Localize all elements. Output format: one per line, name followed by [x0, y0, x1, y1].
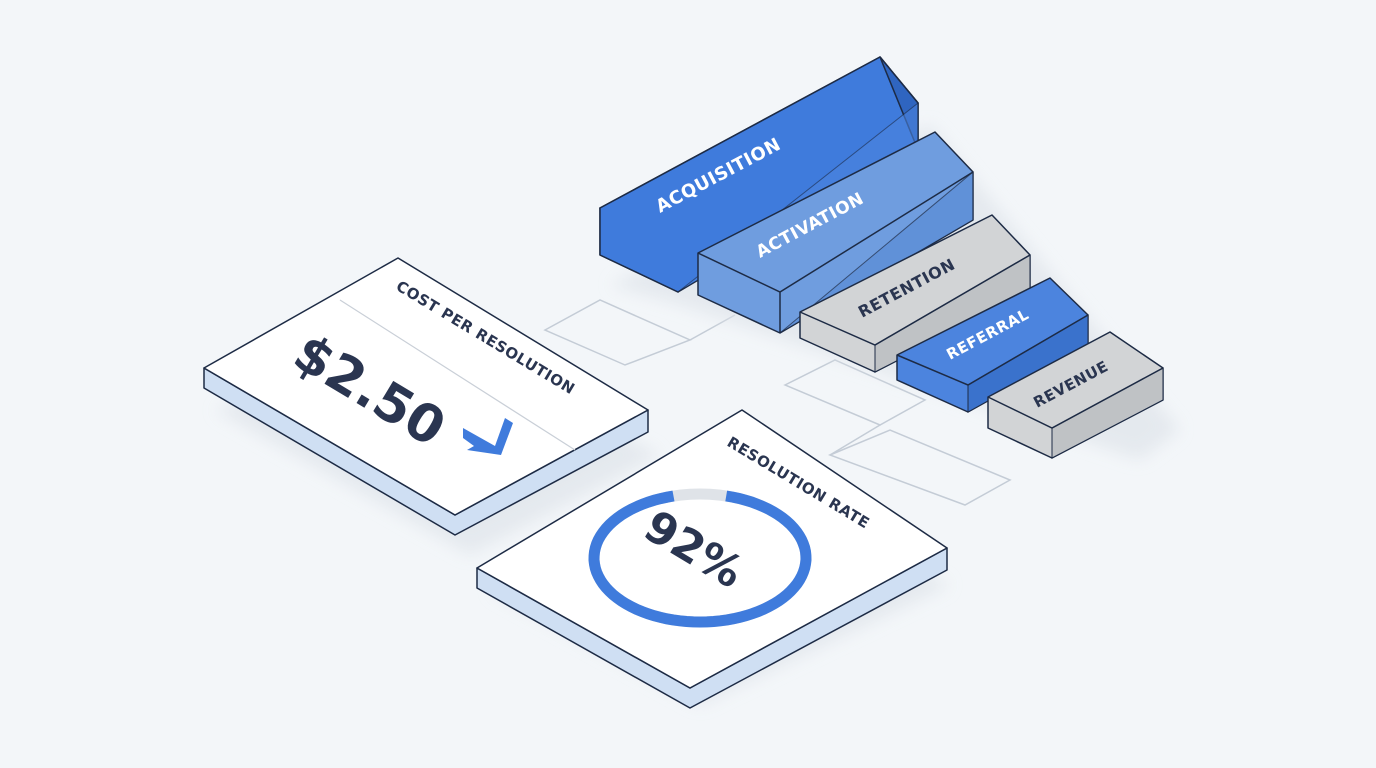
connector-line [783, 359, 927, 426]
progress-arc [588, 490, 812, 628]
block-edge [987, 367, 1164, 429]
connector-lines [543, 299, 1012, 506]
card-face [476, 409, 948, 689]
connector-line [829, 424, 881, 456]
connector-line [543, 299, 692, 366]
arrow-down-icon [463, 418, 513, 455]
block-edge [896, 314, 1089, 386]
block-edge [799, 254, 1031, 346]
block-edge [697, 171, 974, 333]
connector-line [827, 429, 1012, 506]
funnel-stage-referral: REFERRAL [896, 277, 1089, 413]
card-divider [339, 299, 576, 451]
funnel-stage-revenue: REVENUE [987, 331, 1164, 459]
card-face [203, 257, 649, 516]
progress-ring [588, 488, 812, 628]
rate-card: RESOLUTION RATE 92% [476, 409, 948, 709]
